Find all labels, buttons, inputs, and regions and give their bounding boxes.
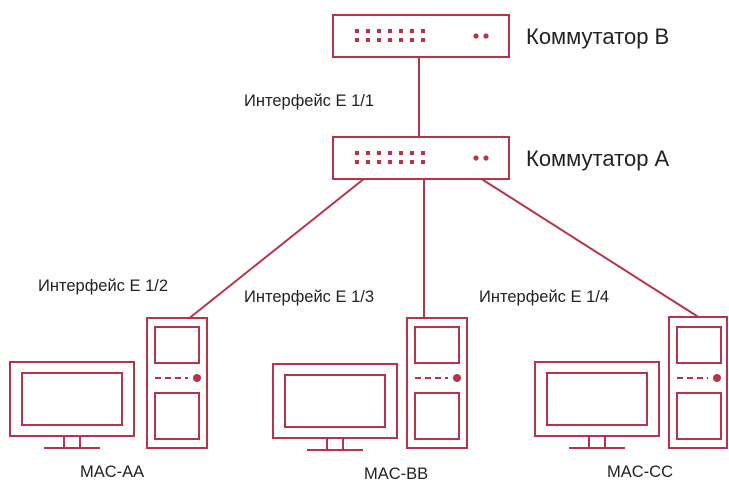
switch-a-label: Коммутатор A — [526, 146, 670, 171]
interface-label-e-1-4: Интерфейс E 1/4 — [479, 288, 609, 306]
connection-lines — [186, 57, 701, 321]
computer-cc[interactable]: MAC-CC — [534, 316, 728, 481]
desktop-computer-icon — [534, 316, 728, 449]
switch-b[interactable]: Коммутатор B — [332, 14, 669, 58]
uplink-interface-label: Интерфейс E 1/1 — [244, 92, 374, 110]
network-switch-icon — [332, 136, 510, 180]
link-switch-a-to-computer-cc — [479, 177, 701, 319]
mac-address-label: MAC-BB — [364, 465, 428, 481]
mac-address-label: MAC-AA — [80, 463, 144, 481]
link-switch-a-to-computer-aa — [186, 177, 366, 321]
computer-bb[interactable]: MAC-BB — [272, 317, 468, 481]
desktop-computer-icon — [272, 317, 468, 451]
interface-label-e-1-3: Интерфейс E 1/3 — [244, 288, 374, 306]
interface-label-e-1-2: Интерфейс E 1/2 — [38, 277, 168, 295]
switch-b-label: Коммутатор B — [526, 24, 669, 49]
mac-address-label: MAC-CC — [607, 463, 673, 481]
computer-aa[interactable]: MAC-AA — [9, 317, 208, 481]
network-switch-icon — [332, 14, 510, 58]
desktop-computer-icon — [9, 317, 208, 449]
switch-a[interactable]: Коммутатор A — [332, 136, 670, 180]
